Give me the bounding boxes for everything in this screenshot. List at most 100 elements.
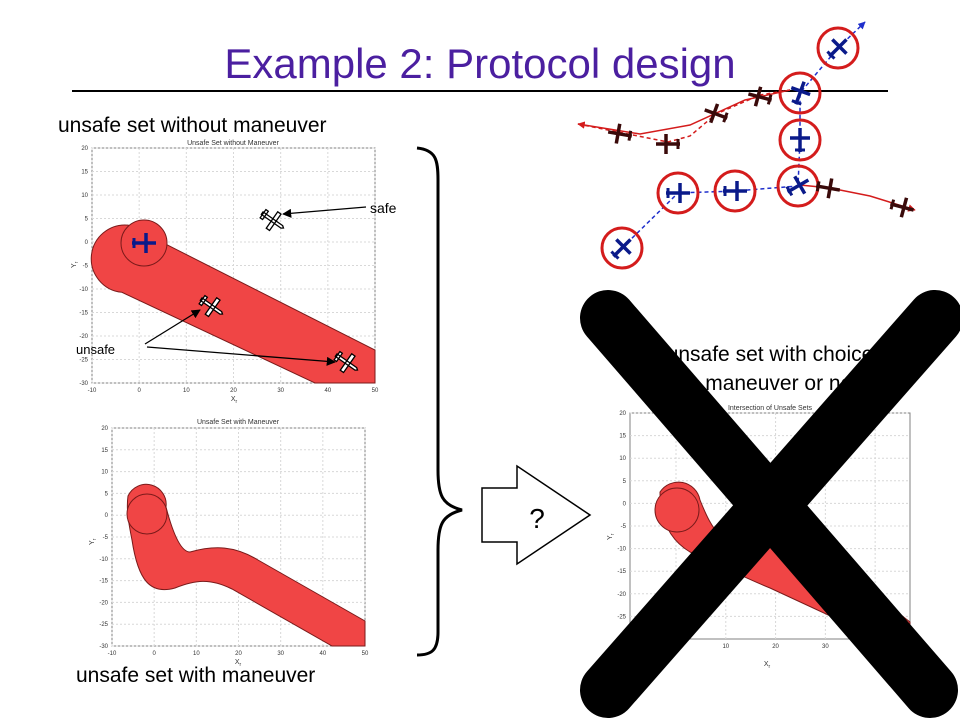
- y-tick-label: 0: [85, 240, 89, 246]
- y-tick-label: 10: [81, 193, 88, 199]
- y-tick-label: -15: [617, 569, 626, 575]
- x-tick-label: 30: [277, 388, 284, 394]
- plot-bottom-y-label: Yr: [89, 538, 98, 545]
- plot-top-x-label: Xr: [231, 396, 238, 405]
- plot-bottom-y-ticks: 20 15 10 5 0 -5 -10 -15 -20 -25 -30: [99, 426, 108, 650]
- y-tick-label: -30: [79, 381, 88, 387]
- y-tick-label: -5: [621, 524, 627, 530]
- y-tick-label: -25: [617, 614, 626, 620]
- ownship-airplane-icon: [664, 181, 692, 205]
- ownship-position-ring: [656, 171, 700, 215]
- y-tick-label: -25: [79, 358, 88, 364]
- y-tick-label: -5: [83, 264, 89, 270]
- x-tick-label: 10: [183, 388, 190, 394]
- plot-right-y-label: Yr: [607, 533, 616, 540]
- ownship-position-ring: [778, 71, 822, 115]
- y-tick-label: 5: [623, 479, 627, 485]
- y-tick-label: -25: [99, 622, 108, 628]
- ownship-airplane-icon: [788, 126, 812, 154]
- arrow-to-unsafe-intruder-2: [146, 346, 336, 366]
- label-safe: safe: [370, 200, 397, 216]
- y-tick-label: 15: [619, 434, 626, 440]
- y-tick-label: 10: [101, 470, 108, 476]
- x-tick-label: 0: [137, 388, 141, 394]
- plot-right-title: Intersection of Unsafe Sets: [728, 405, 813, 412]
- caption-choice-line1: unsafe set with choice: [667, 343, 874, 366]
- slide-title: Example 2: Protocol design: [224, 40, 736, 87]
- y-tick-label: 5: [85, 217, 89, 223]
- plot-bottom-title: Unsafe Set with Maneuver: [197, 419, 280, 426]
- grouping-brace: [416, 146, 463, 657]
- protection-circle: [126, 493, 168, 535]
- ownship-airplane-icon: [784, 76, 816, 110]
- y-tick-label: -10: [617, 547, 626, 553]
- x-tick-label: 30: [277, 651, 284, 657]
- caption-unsafe-set-without-maneuver: unsafe set without maneuver: [58, 114, 327, 137]
- ownship-airplane-icon: [721, 179, 749, 203]
- y-tick-label: 15: [101, 448, 108, 454]
- x-tick-label: 10: [722, 644, 729, 650]
- y-tick-label: 0: [105, 513, 109, 519]
- intruder-airplane-icon: [886, 192, 918, 222]
- y-tick-label: 15: [81, 170, 88, 176]
- x-tick-label: 20: [230, 388, 237, 394]
- x-tick-label: 20: [235, 651, 242, 657]
- ownship-position-ring: [713, 169, 757, 213]
- question-arrow: [481, 464, 592, 566]
- traffic-scenario: [577, 21, 918, 270]
- intruder-airplane-icon: [744, 82, 776, 112]
- intruder-airplane-icon: [604, 120, 636, 148]
- plot-unsafe-set-with-maneuver: Unsafe Set with Maneuver 20151050-5-10-1…: [89, 419, 369, 668]
- x-tick-label: 20: [772, 644, 779, 650]
- ownship-position-ring: [600, 226, 644, 270]
- plot-top-title: Unsafe Set without Maneuver: [187, 140, 279, 147]
- y-tick-label: -5: [103, 535, 109, 541]
- label-unsafe: unsafe: [76, 342, 115, 357]
- plot-bottom-x-label: Xr: [235, 659, 242, 668]
- y-tick-label: -10: [99, 557, 108, 563]
- y-tick-label: -20: [617, 592, 626, 598]
- rejection-cross-icon: [580, 290, 960, 718]
- x-tick-label: 30: [822, 644, 829, 650]
- route-blue-ownship: [621, 21, 866, 249]
- y-tick-label: 20: [101, 426, 108, 432]
- ownship-position-ring: [816, 26, 860, 70]
- arrow-to-unsafe-intruder-1: [144, 309, 201, 345]
- intruder-airplane-icon: [654, 132, 682, 156]
- y-tick-label: -30: [99, 644, 108, 650]
- y-tick-label: -20: [99, 600, 108, 606]
- x-tick-label: 50: [372, 388, 379, 394]
- question-mark: ?: [529, 503, 545, 534]
- y-tick-label: -15: [79, 311, 88, 317]
- protection-circle: [654, 487, 700, 533]
- plot-unsafe-set-without-maneuver: Unsafe Set without Maneuver 20151050-5-1…: [71, 140, 379, 405]
- y-tick-label: -15: [99, 579, 108, 585]
- y-tick-label: 5: [105, 491, 109, 497]
- caption-unsafe-set-with-maneuver: unsafe set with maneuver: [76, 664, 316, 687]
- unsafe-region-straight: [90, 224, 376, 384]
- arrow-to-safe-intruder: [282, 206, 367, 218]
- plot-bottom-x-ticks: -10 0 10 20 30 40 50: [108, 651, 369, 657]
- unsafe-region-maneuver: [126, 483, 366, 647]
- x-tick-label: 40: [319, 651, 326, 657]
- y-tick-label: 20: [619, 411, 626, 417]
- plot-top-x-ticks: -10 0 10 20 30 40 50: [88, 388, 379, 394]
- x-tick-label: 40: [324, 388, 331, 394]
- caption-choice-line2: to maneuver or not: [682, 372, 858, 395]
- y-tick-label: 0: [623, 501, 627, 507]
- x-tick-label: -10: [88, 388, 97, 394]
- plot-right-x-label: Xr: [764, 661, 771, 670]
- y-tick-label: -10: [79, 287, 88, 293]
- y-tick-label: -20: [79, 334, 88, 340]
- x-tick-label: -10: [108, 651, 117, 657]
- y-tick-label: 20: [81, 146, 88, 152]
- plot-top-y-label: Yr: [71, 261, 80, 268]
- x-tick-label: 50: [362, 651, 369, 657]
- x-tick-label: 10: [193, 651, 200, 657]
- title-divider: [72, 90, 888, 92]
- plot-top-y-ticks: 20 15 10 5 0 -5 -10 -15 -20 -25 -30: [79, 146, 88, 387]
- x-tick-label: 0: [152, 651, 156, 657]
